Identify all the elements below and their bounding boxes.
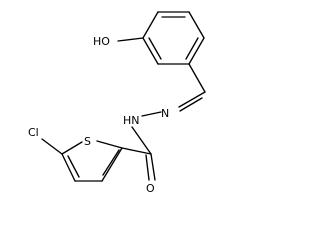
imine-nitrogen-label: N: [161, 107, 169, 120]
ring-double-bond: [185, 37, 199, 60]
ring-double-bond: [102, 149, 120, 176]
sulfur-label: S: [84, 135, 91, 148]
ring-bond: [101, 147, 123, 182]
chloro-bond: [41, 138, 63, 155]
carbonyl-double-bond: [145, 154, 150, 181]
amide-n-c-bond: [131, 126, 152, 155]
structure-drawing: HO S Cl O HN N: [28, 11, 206, 195]
ring-bond: [188, 37, 205, 65]
molecule-canvas: HO S Cl O HN N: [28, 11, 206, 195]
hydrazone-n-n-bond: [141, 111, 162, 117]
hydroxyl-bond: [117, 37, 144, 42]
thiophene-ring: [61, 140, 123, 182]
amide-nh-label: HN: [123, 114, 140, 127]
acyl-thiophene-bond: [121, 147, 152, 155]
carbonyl-bond: [150, 153, 156, 181]
imine-double-bond: [179, 97, 203, 112]
benzylic-bond: [188, 63, 206, 93]
imine-bond: [178, 91, 206, 108]
benzene-ring: [142, 11, 205, 65]
ring-bond: [96, 140, 123, 149]
chlorine-label: Cl: [28, 126, 39, 139]
ring-bond: [142, 11, 159, 39]
ring-bond: [61, 141, 83, 155]
ring-bond: [142, 37, 159, 65]
hydroxyl-label: HO: [93, 35, 110, 48]
ring-double-bond: [67, 155, 80, 178]
carbonyl-oxygen-label: O: [146, 182, 155, 195]
ring-bond: [61, 153, 76, 182]
ring-bond: [188, 11, 205, 39]
ring-double-bond: [148, 37, 162, 60]
